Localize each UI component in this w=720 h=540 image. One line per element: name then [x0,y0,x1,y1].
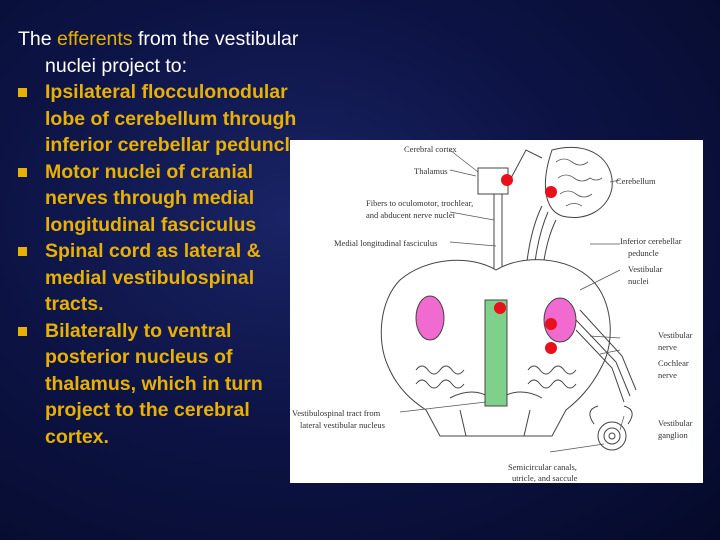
slide-text: The efferents from the vestibular nuclei… [18,26,318,450]
label-vn-line1: Vestibular [628,264,663,274]
label-sc-line1: Semicircular canals, [508,462,577,472]
vestibulospinal-tract-green [484,299,508,407]
bullet-text: Bilaterally to ventral posterior nucleus… [45,319,263,448]
vestibular-pathway-diagram: Cerebral cortex Thalamus Cerebellum Fibe… [290,140,703,483]
label-thalamus: Thalamus [414,166,448,176]
label-vnerve-line2: nerve [658,342,677,352]
label-cerebral-cortex: Cerebral cortex [404,144,457,154]
square-bullet-icon [18,247,27,256]
label-icp-line2: peduncle [628,248,659,258]
marker-thalamus [501,174,513,186]
square-bullet-icon [18,326,27,336]
marker-spinal [545,342,557,354]
bullet-text: Motor nuclei of cranial nerves through m… [45,160,257,236]
inner-ear-icon [589,405,633,451]
square-bullet-icon [18,88,27,97]
label-vn-line2: nuclei [628,276,649,286]
bullet-item-thalamus: Bilaterally to ventral posterior nucleus… [18,318,318,451]
label-cnerve-line2: nerve [658,370,677,380]
bullet-item-cerebellum: Ipsilateral flocculonodular lobe of cere… [18,79,318,159]
label-vg-line1: Vestibular [658,418,693,428]
label-fibers-line1: Fibers to oculomotor, trochlear, [366,198,473,208]
bullet-list: Ipsilateral flocculonodular lobe of cere… [18,79,318,450]
marker-mlf [494,302,506,314]
label-fibers-line2: and abducent nerve nuclei [366,210,456,220]
bullet-item-spinal-cord: Spinal cord as lateral & medial vestibul… [18,238,318,318]
square-bullet-icon [18,167,27,177]
bullet-text: Spinal cord as lateral & medial vestibul… [45,240,261,315]
label-vg-line2: ganglion [658,430,688,440]
label-cerebellum: Cerebellum [616,176,656,186]
bullet-item-motor-nuclei: Motor nuclei of cranial nerves through m… [18,159,318,239]
label-mlf: Medial longitudinal fasciculus [334,238,437,248]
label-icp-line1: Inferior cerebellar [620,236,682,246]
medial-region-pink [415,295,445,341]
intro-highlight: efferents [57,28,133,50]
label-vst-line2: lateral vestibular nucleus [300,420,385,430]
intro-post: from the vestibular nuclei project to: [45,28,299,77]
pyramid-shapes [449,391,543,437]
intro-text: The efferents from the vestibular nuclei… [18,26,318,79]
cerebellum-folia [555,158,603,207]
label-vnerve-line1: Vestibular [658,330,693,340]
label-cnerve-line1: Cochlear [658,358,689,368]
label-vst-line1: Vestibulospinal tract from [292,408,381,418]
vestibular-nerve-fibers [575,309,637,403]
label-sc-line2: utricle, and saccule [512,473,578,483]
marker-cerebellum [545,186,557,198]
cerebellum-shape [544,146,613,218]
intro-pre: The [18,28,58,50]
bullet-text: Ipsilateral flocculonodular lobe of cere… [45,81,301,156]
diagram-svg: Cerebral cortex Thalamus Cerebellum Fibe… [292,144,693,483]
leader-lines [399,149,625,453]
olive-shapes [415,365,577,389]
marker-vestibular-nuclei [545,318,557,330]
